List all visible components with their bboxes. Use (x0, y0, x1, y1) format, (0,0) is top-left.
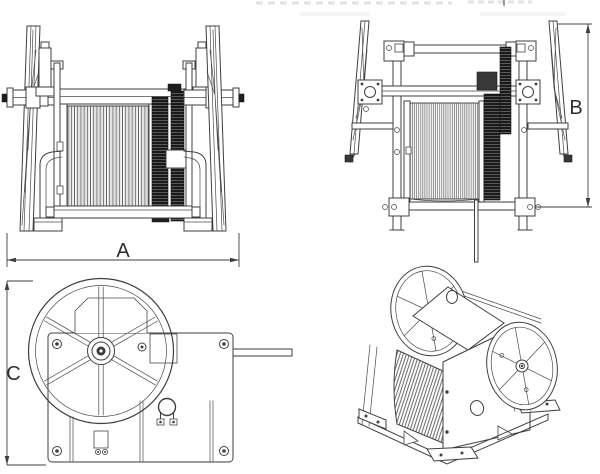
rear-frame (381, 40, 541, 231)
u-bolt-clamp (156, 397, 178, 426)
front-left-flange (19, 25, 41, 232)
cropped-top-artifact (256, 0, 565, 16)
dimension-c: C (4, 280, 46, 466)
front-view (1, 25, 245, 232)
dimension-a: A (6, 233, 240, 267)
rear-gear-train (476, 46, 512, 201)
dimension-label-b: B (569, 97, 582, 119)
dimension-b: B (536, 23, 592, 208)
front-gear-train (151, 83, 190, 223)
dimension-label-a: A (116, 240, 130, 262)
front-drum (56, 103, 156, 217)
rear-right-flange (548, 20, 573, 163)
rear-drum (403, 100, 485, 203)
isometric-view (357, 265, 561, 465)
front-right-flange (205, 25, 227, 232)
side-handwheel (27, 277, 175, 455)
side-output-rod (232, 348, 293, 357)
iso-right-wheel (486, 321, 558, 412)
dimension-label-c: C (6, 363, 20, 385)
rear-view (344, 20, 573, 263)
iso-top-plate (412, 286, 505, 351)
side-mount-plate (47, 297, 234, 463)
side-view (27, 277, 293, 463)
iso-drum-coils (393, 349, 447, 444)
wire-rope (474, 199, 479, 263)
